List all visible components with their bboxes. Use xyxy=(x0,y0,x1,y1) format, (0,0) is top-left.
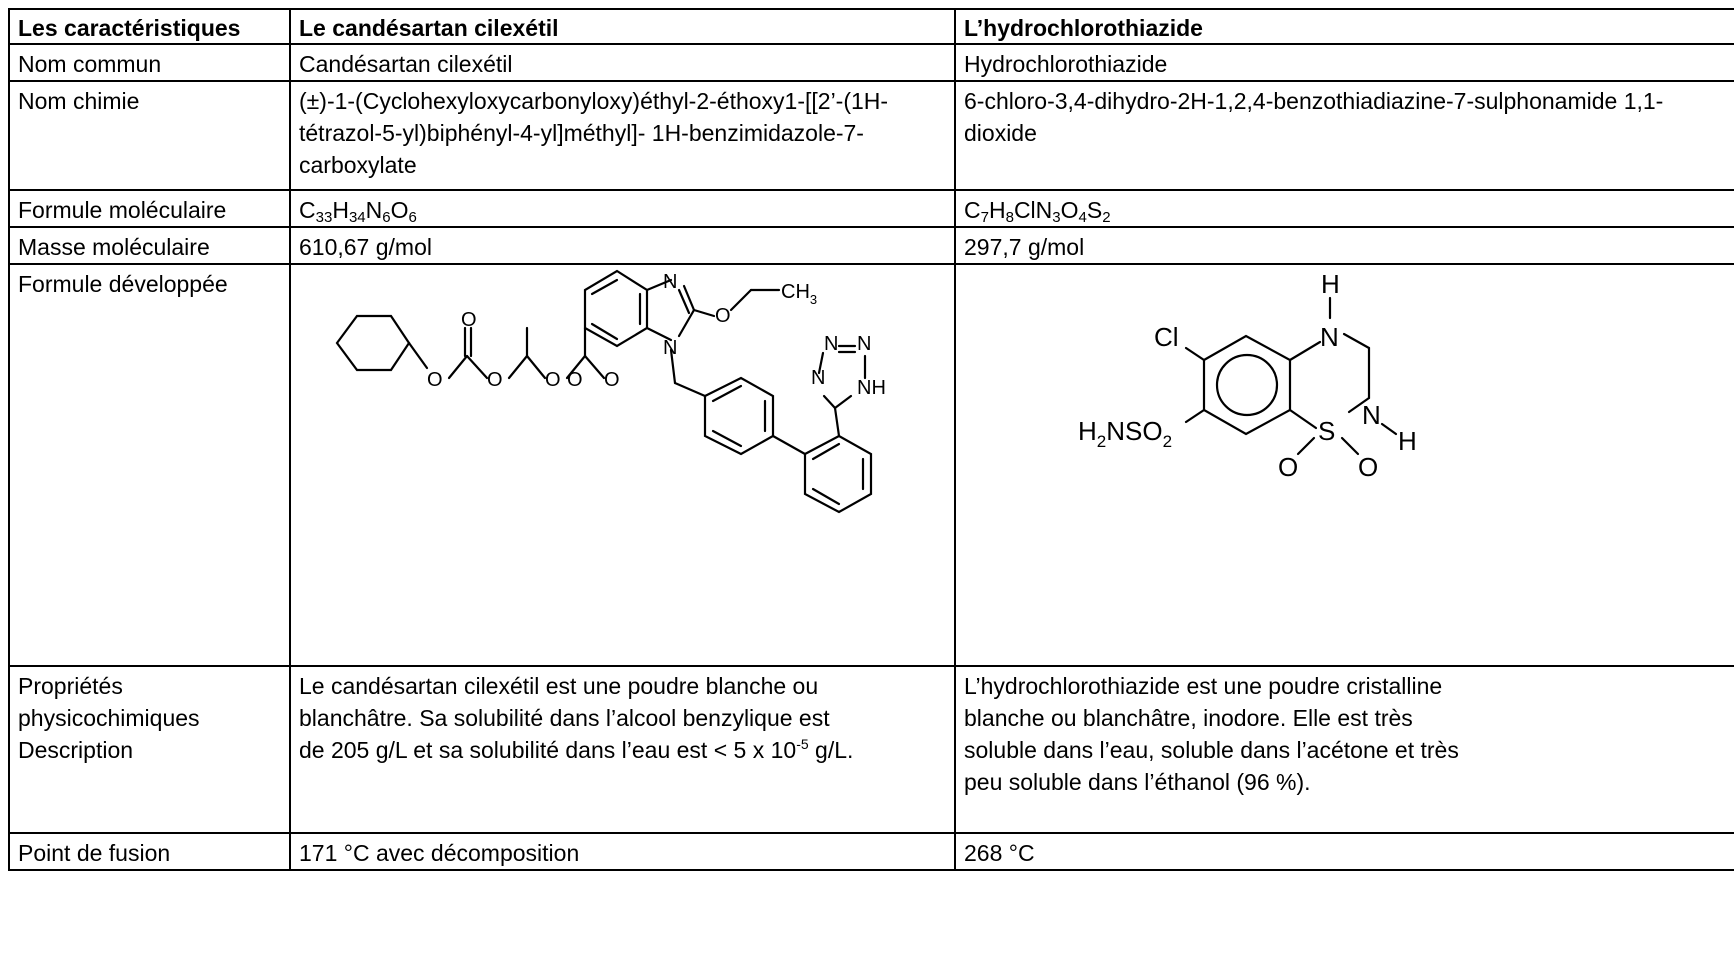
atom-label: NH xyxy=(857,377,886,399)
label-nom-chimie: Nom chimie xyxy=(8,80,291,191)
atom-subscript: 3 xyxy=(810,292,817,307)
formula-element: H xyxy=(332,197,349,223)
cell-masse-candesartan: 610,67 g/mol xyxy=(289,226,956,265)
text-span: g/L. xyxy=(808,737,854,763)
atom-label: O xyxy=(545,369,561,391)
formula-subscript: 34 xyxy=(348,209,366,226)
formula-element: H xyxy=(988,197,1006,223)
atom-label: O xyxy=(715,305,731,327)
cell-nom-commun-hctz: Hydrochlorothiazide xyxy=(954,43,1734,82)
row-point-fusion: Point de fusion 171 °C avec décompositio… xyxy=(8,832,1734,871)
atom-label: N xyxy=(857,333,871,355)
formula-element: C xyxy=(964,197,981,223)
formula-element: ClN xyxy=(1013,197,1053,223)
atom-label: O xyxy=(604,369,620,391)
label-line: Description xyxy=(18,737,134,763)
atom-label: H xyxy=(1321,269,1340,299)
formula-subscript: 6 xyxy=(382,209,391,226)
atom-label: O xyxy=(1278,452,1298,482)
text-line: soluble dans l’eau, soluble dans l’acéto… xyxy=(964,737,1459,763)
cell-formule-hctz: C7H8ClN3O4S2 xyxy=(954,189,1734,228)
label-proprietes: Propriétés physicochimiques Description xyxy=(8,665,291,834)
formula-element: O xyxy=(390,197,409,223)
text-line: peu soluble dans l’éthanol (96 %). xyxy=(964,769,1311,795)
label-nom-commun: Nom commun xyxy=(8,43,291,82)
label-point-fusion: Point de fusion xyxy=(8,832,291,871)
header-candesartan: Le candésartan cilexétil xyxy=(289,8,956,45)
atom-label: Cl xyxy=(1154,322,1179,352)
atom-label: O xyxy=(1358,452,1378,482)
atom-label: H2NSO2 xyxy=(1078,416,1172,451)
atom-label: CH xyxy=(781,281,810,303)
formula-subscript: 6 xyxy=(408,209,417,226)
formula-element: S xyxy=(1086,197,1103,223)
cell-fusion-candesartan: 171 °C avec décomposition xyxy=(289,832,956,871)
cell-proprietes-hctz: L’hydrochlorothiazide est une poudre cri… xyxy=(954,665,1734,834)
cell-nom-commun-candesartan: Candésartan cilexétil xyxy=(289,43,956,82)
row-nom-chimie: Nom chimie (±)-1-(Cyclohexyloxycarbonylo… xyxy=(8,80,1734,191)
cell-masse-hctz: 297,7 g/mol xyxy=(954,226,1734,265)
row-formule-developpee: Formule développée xyxy=(8,263,1734,667)
atom-label: O xyxy=(427,369,443,391)
formula-subscript: 7 xyxy=(980,209,989,226)
text-line: blanchâtre. Sa solubilité dans l’alcool … xyxy=(299,705,830,731)
atom-subscript: 2 xyxy=(1163,432,1172,451)
cell-nom-chimie-hctz: 6-chloro-3,4-dihydro-2H-1,2,4-benzothiad… xyxy=(954,80,1734,191)
characteristics-table: Les caractéristiques Le candésartan cile… xyxy=(8,8,1734,871)
formula-subscript: 4 xyxy=(1078,209,1087,226)
row-proprietes: Propriétés physicochimiques Description … xyxy=(8,665,1734,834)
atom-subscript: 2 xyxy=(1097,432,1106,451)
formula-subscript: 2 xyxy=(1102,209,1111,226)
atom-label: O xyxy=(567,369,583,391)
atom-label: N xyxy=(811,367,825,389)
text-line: L’hydrochlorothiazide est une poudre cri… xyxy=(964,673,1443,699)
hctz-structure-icon: H N Cl N H S O O H2NSO2 xyxy=(1078,269,1417,482)
label-formule-moleculaire: Formule moléculaire xyxy=(8,189,291,228)
row-formule-moleculaire: Formule moléculaire C33H34N6O6 C7H8ClN3O… xyxy=(8,189,1734,228)
formula-subscript: 3 xyxy=(1052,209,1061,226)
atom-label: N xyxy=(1320,322,1339,352)
formula-element: N xyxy=(365,197,383,223)
atom-label: N xyxy=(1362,400,1381,430)
label-formule-developpee: Formule développée xyxy=(8,263,291,667)
header-characteristics: Les caractéristiques xyxy=(8,8,291,45)
atom-label: N xyxy=(824,333,838,355)
formula-element: O xyxy=(1060,197,1079,223)
label-masse-moleculaire: Masse moléculaire xyxy=(8,226,291,265)
label-line: Propriétés xyxy=(18,673,123,699)
label-line: physicochimiques xyxy=(18,705,200,731)
formula-subscript: 8 xyxy=(1005,209,1014,226)
formula-element: C xyxy=(299,197,316,223)
text-span: de 205 g/L et sa solubilité dans l’eau e… xyxy=(299,737,797,763)
row-nom-commun: Nom commun Candésartan cilexétil Hydroch… xyxy=(8,43,1734,82)
cell-structure-hctz: H N Cl N H S O O H2NSO2 xyxy=(954,263,1734,667)
cell-nom-chimie-candesartan: (±)-1-(Cyclohexyloxycarbonyloxy)éthyl-2-… xyxy=(289,80,956,191)
cell-structure-candesartan: N N O CH3 O O O O O O N N N NH xyxy=(289,263,956,667)
text-line: blanche ou blanchâtre, inodore. Elle est… xyxy=(964,705,1413,731)
formula-subscript: 33 xyxy=(315,209,333,226)
cell-proprietes-candesartan: Le candésartan cilexétil est une poudre … xyxy=(289,665,956,834)
row-masse-moleculaire: Masse moléculaire 610,67 g/mol 297,7 g/m… xyxy=(8,226,1734,265)
atom-label: O xyxy=(487,369,503,391)
atom-label: NSO xyxy=(1106,416,1162,446)
text-line: Le candésartan cilexétil est une poudre … xyxy=(299,673,819,699)
text-line: de 205 g/L et sa solubilité dans l’eau e… xyxy=(299,734,946,766)
atom-label: N xyxy=(663,337,677,359)
atom-label: CH3 xyxy=(781,281,817,307)
cell-fusion-hctz: 268 °C xyxy=(954,832,1734,871)
atom-label: N xyxy=(663,271,677,293)
candesartan-structure-icon: N N O CH3 O O O O O O N N N NH xyxy=(335,269,886,514)
atom-label: H xyxy=(1398,426,1417,456)
atom-label: H xyxy=(1078,416,1097,446)
exponent: -5 xyxy=(796,736,809,752)
atom-label: S xyxy=(1318,416,1335,446)
header-hydrochlorothiazide: L’hydrochlorothiazide xyxy=(954,8,1734,45)
atom-label: O xyxy=(461,309,477,331)
cell-formule-candesartan: C33H34N6O6 xyxy=(289,189,956,228)
header-row: Les caractéristiques Le candésartan cile… xyxy=(8,8,1734,45)
